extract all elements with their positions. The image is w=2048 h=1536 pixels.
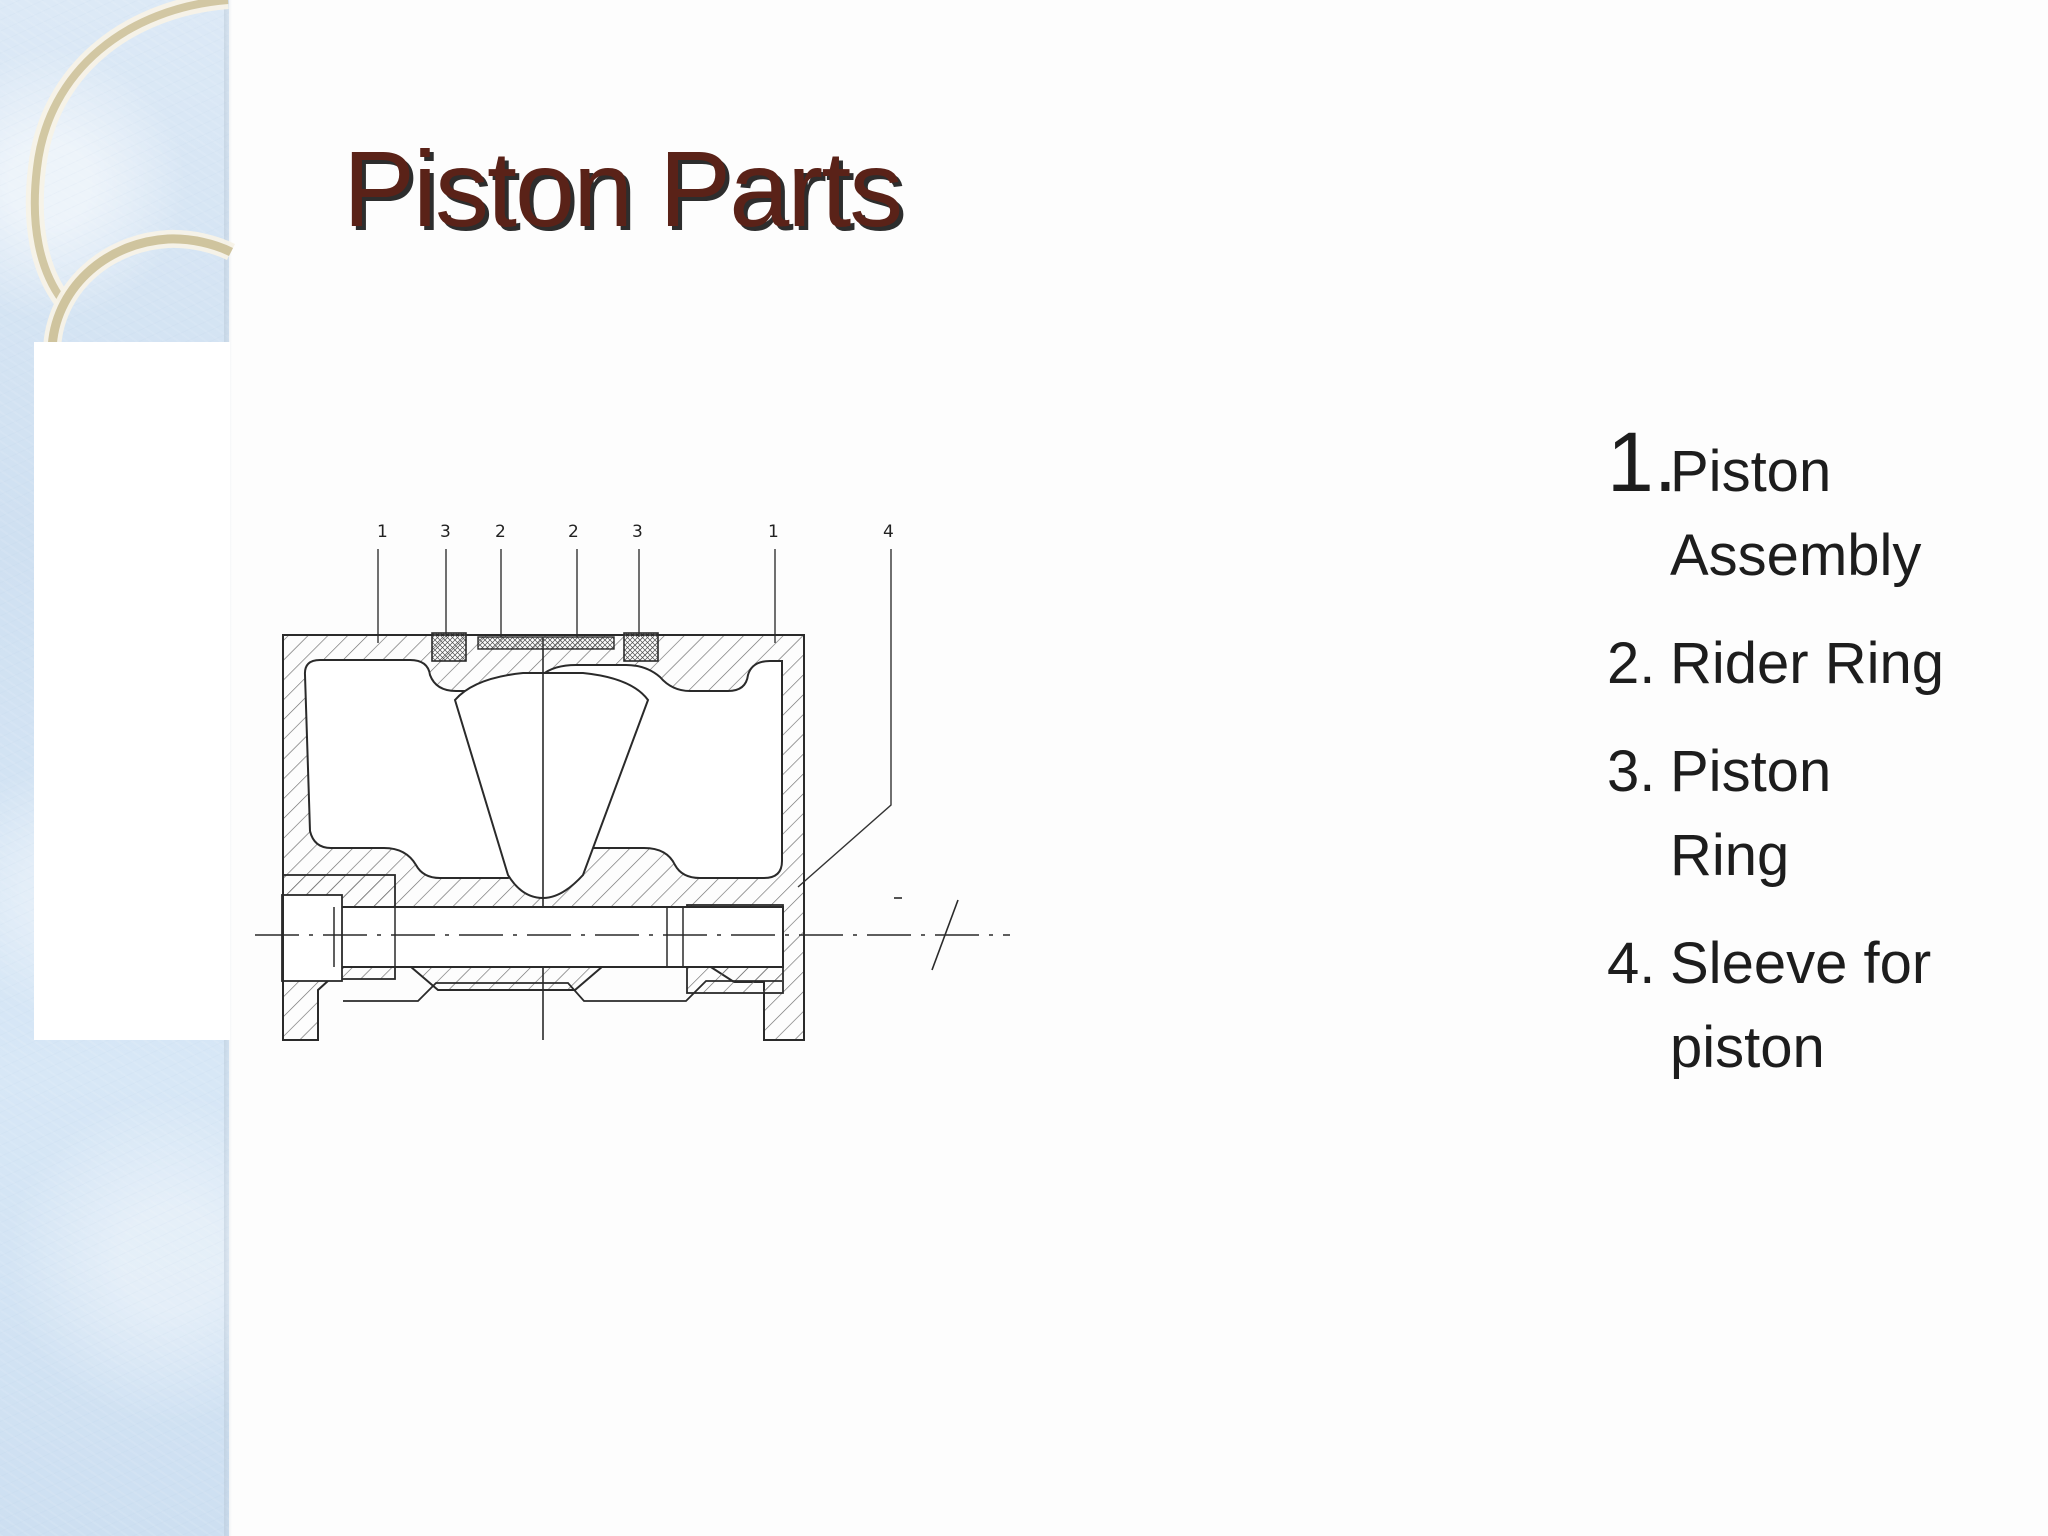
part-number: 1. — [1607, 415, 1678, 509]
part-number: 4. — [1607, 931, 1656, 996]
piston-ring-right — [623, 632, 659, 662]
part-item-sleeve-for-piston: 4. Sleeve for piston — [1607, 922, 1967, 1090]
part-number: 3. — [1607, 739, 1656, 804]
piston-rod-end — [281, 894, 343, 982]
piston-rod — [332, 906, 784, 968]
parts-list: 1. Piston Assembly 2. Rider Ring 3. Pist… — [1607, 420, 1967, 1114]
rod-break-line — [931, 899, 959, 971]
callout-label: 1 — [768, 522, 779, 542]
part-number: 2. — [1607, 631, 1656, 696]
callout-label: 3 — [632, 522, 643, 542]
part-item-piston-ring: 3. Piston Ring — [1607, 730, 1967, 898]
part-label: Piston Assembly — [1670, 439, 1922, 588]
callout-label: 4 — [883, 522, 894, 542]
ring-decoration-icon — [25, 0, 236, 350]
piston-ring-left — [431, 632, 467, 662]
central-web — [453, 672, 650, 900]
piston-diagram: 1 3 2 2 3 1 4 — [250, 515, 1015, 1045]
part-label: Piston Ring — [1670, 739, 1832, 888]
callout-label: 2 — [568, 522, 579, 542]
piston-cross-section-diagram: 1 3 2 2 3 1 4 — [255, 522, 1015, 1041]
page-title: Piston Parts — [343, 128, 903, 249]
part-label: Rider Ring — [1670, 631, 1944, 696]
callout-label: 3 — [440, 522, 451, 542]
rider-ring — [477, 636, 615, 650]
part-item-piston-assembly: 1. Piston Assembly — [1607, 420, 1967, 598]
callout-label: 1 — [377, 522, 388, 542]
white-panel — [34, 342, 230, 1040]
lower-hub — [343, 980, 782, 1002]
callout-leader — [797, 549, 892, 888]
part-item-rider-ring: 2. Rider Ring — [1607, 622, 1967, 706]
part-label: Sleeve for piston — [1670, 931, 1932, 1080]
callout-label: 2 — [495, 522, 506, 542]
